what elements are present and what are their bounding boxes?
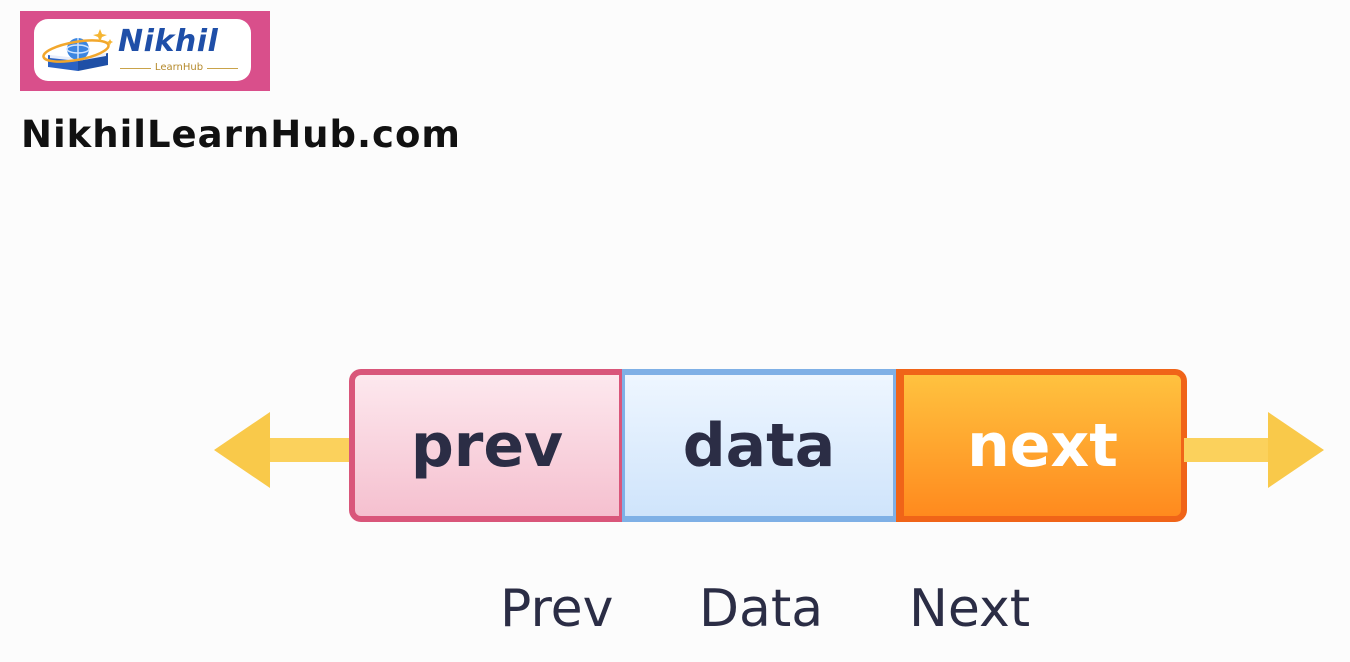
logo-badge: Nikhil LearnHub [20,11,270,91]
logo-card: Nikhil LearnHub [34,19,251,81]
node-next-field: next [896,369,1187,522]
caption-prev: Prev [500,579,614,639]
book-globe-logo-icon [42,29,113,71]
caption-data: Data [699,579,824,639]
node-data-field: data [622,369,896,522]
node-data-label: data [682,410,836,481]
caption-next: Next [909,579,1031,639]
node-next-label: next [967,410,1118,481]
logo-tagline-row: LearnHub [120,62,238,74]
logo-name: Nikhil [118,24,219,59]
tagline-divider-left [120,67,151,69]
left-arrow-icon [214,412,354,488]
node-prev-label: prev [410,410,564,481]
doubly-linked-list-node: prev data next [349,369,1187,522]
site-title: NikhilLearnHub.com [21,113,461,156]
right-arrow-icon [1184,412,1324,488]
tagline-divider-right [207,67,238,69]
logo-tagline: LearnHub [154,62,204,73]
node-prev-field: prev [349,369,622,522]
